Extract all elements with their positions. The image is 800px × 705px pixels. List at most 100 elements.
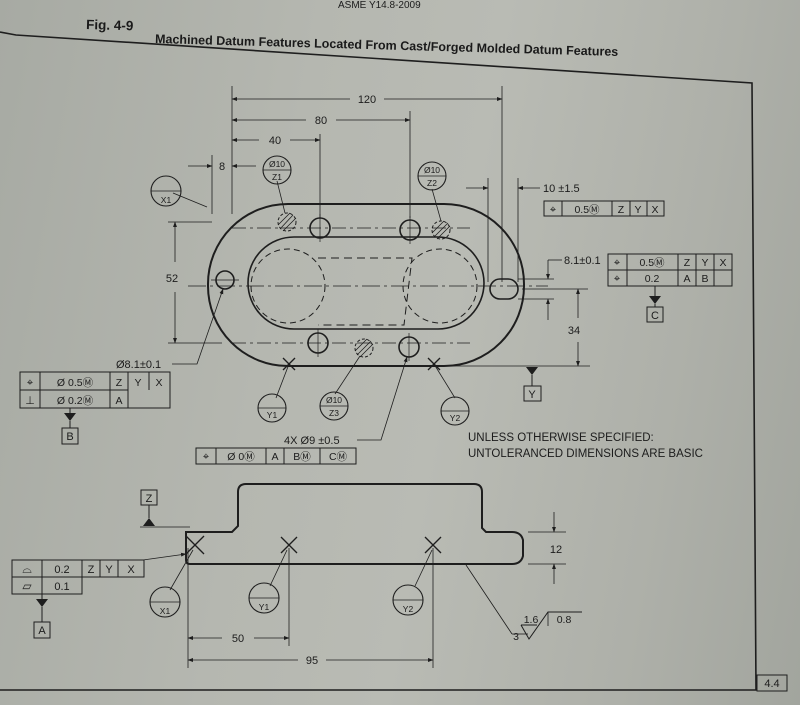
target-point-x1-side xyxy=(185,535,205,555)
figure-title: Machined Datum Features Located From Cas… xyxy=(155,32,619,59)
target-area-z3 xyxy=(354,338,374,358)
svg-text:0.5Ⓜ: 0.5Ⓜ xyxy=(639,257,665,269)
datum-target-y1-top: Y1 xyxy=(257,393,287,423)
svg-text:X1: X1 xyxy=(161,195,172,205)
dim-8: 8 xyxy=(219,161,225,173)
dim-12: 12 xyxy=(550,544,562,556)
surface-texture-symbol: 1.6 0.8 3 xyxy=(465,564,582,643)
svg-text:⌖: ⌖ xyxy=(27,377,33,389)
dim-40: 40 xyxy=(269,135,281,147)
note-line-2: UNTOLERANCED DIMENSIONS ARE BASIC xyxy=(468,448,703,460)
svg-text:Y: Y xyxy=(134,377,141,389)
svg-text:Y1: Y1 xyxy=(259,602,270,612)
hidden-pocket xyxy=(318,257,413,326)
svg-text:X: X xyxy=(127,564,135,576)
datum-label-c: C xyxy=(651,310,659,322)
svg-text:Ø10: Ø10 xyxy=(326,395,342,405)
svg-text:Z3: Z3 xyxy=(329,408,339,418)
svg-text:Ø 0.2Ⓜ: Ø 0.2Ⓜ xyxy=(57,395,94,407)
datum-target-y1-side: Y1 xyxy=(248,582,280,614)
datum-target-x1-side: X1 xyxy=(149,586,181,618)
figure-frame xyxy=(0,31,757,691)
svg-text:Ø 0.5Ⓜ: Ø 0.5Ⓜ xyxy=(57,377,94,389)
hidden-bore-left xyxy=(250,248,326,324)
fcf-datum-c: ⌖ 0.5Ⓜ Z Y X ⌖ 0.2 A B C xyxy=(607,253,733,323)
svg-text:⌖: ⌖ xyxy=(203,451,209,463)
svg-text:0.1: 0.1 xyxy=(54,581,69,593)
svg-text:Y1: Y1 xyxy=(267,410,278,420)
svg-text:Z: Z xyxy=(88,564,95,576)
svg-text:Z1: Z1 xyxy=(272,172,282,182)
svg-text:A: A xyxy=(115,395,122,407)
svg-text:A: A xyxy=(683,273,690,285)
hole-ll xyxy=(307,329,329,357)
svg-text:0.5Ⓜ: 0.5Ⓜ xyxy=(574,204,600,216)
fcf-datum-b: ⌖ Ø 0.5Ⓜ Z Y X ⊥ Ø 0.2Ⓜ A B xyxy=(19,371,171,445)
datum-label-b: B xyxy=(66,431,73,443)
hole-datum-b xyxy=(211,270,239,290)
svg-text:⊥: ⊥ xyxy=(25,395,35,407)
svg-text:⌖: ⌖ xyxy=(614,273,620,285)
svg-text:⌖: ⌖ xyxy=(614,257,620,269)
page-number-box xyxy=(756,674,788,692)
svg-text:X: X xyxy=(155,377,162,389)
dim-10: 10 ±1.5 xyxy=(543,183,580,195)
surface-roughness-max: 0.8 xyxy=(557,614,572,626)
standard-header: ASME Y14.8-2009 xyxy=(338,0,421,11)
datum-z-symbol: Z xyxy=(140,489,190,528)
fcf-slot-position: ⌖ 0.5Ⓜ Z Y X xyxy=(543,200,665,217)
surface-roughness: 1.6 xyxy=(524,614,539,626)
svg-text:X1: X1 xyxy=(160,606,171,616)
top-view: 120 80 40 8 52 34 10 ±1.5 8.1±0.1 xyxy=(19,86,733,465)
figure-number: Fig. 4-9 xyxy=(86,17,134,33)
svg-text:Y: Y xyxy=(528,389,536,401)
target-point-y2-side xyxy=(424,536,442,554)
svg-text:⌖: ⌖ xyxy=(550,204,556,216)
datum-y-symbol: Y xyxy=(523,367,542,402)
svg-text:X: X xyxy=(719,257,726,269)
datum-target-y2-side: Y2 xyxy=(392,584,424,616)
svg-text:Ø 0Ⓜ: Ø 0Ⓜ xyxy=(227,451,255,463)
page-number: 4.4 xyxy=(764,678,779,690)
svg-text:Y2: Y2 xyxy=(450,413,461,423)
dim-8-1-right: 8.1±0.1 xyxy=(564,255,601,267)
target-point-y1-side xyxy=(280,536,298,554)
part-outline xyxy=(207,203,525,367)
note-line-1: UNLESS OTHERWISE SPECIFIED: xyxy=(468,432,654,444)
svg-text:Ø10: Ø10 xyxy=(424,165,440,175)
slot-datum-c xyxy=(489,278,519,300)
hole-ur xyxy=(399,216,421,244)
svg-text:Z2: Z2 xyxy=(427,178,437,188)
hidden-bore-right xyxy=(402,248,478,324)
svg-text:Y: Y xyxy=(701,257,708,269)
hole-lr xyxy=(398,333,420,361)
datum-target-y2-top: Y2 xyxy=(440,396,470,426)
svg-text:Y: Y xyxy=(634,204,641,216)
dim-120: 120 xyxy=(358,94,376,106)
datum-target-z3: Ø10 Z3 xyxy=(319,391,349,421)
target-area-z1 xyxy=(277,212,297,232)
dim-50: 50 xyxy=(232,633,244,645)
svg-text:Z: Z xyxy=(684,257,691,269)
datum-target-z2: Ø10 Z2 xyxy=(417,161,447,191)
center-slot xyxy=(247,236,485,330)
svg-text:BⓂ: BⓂ xyxy=(293,451,311,463)
datum-target-x1-top: X1 xyxy=(150,175,182,207)
datum-label-a: A xyxy=(38,625,46,637)
dim-52: 52 xyxy=(166,273,178,285)
svg-text:Z: Z xyxy=(618,204,625,216)
dim-95: 95 xyxy=(306,655,318,667)
svg-text:0.2: 0.2 xyxy=(645,273,660,285)
svg-text:Y2: Y2 xyxy=(403,604,414,614)
svg-text:Y: Y xyxy=(105,564,113,576)
svg-text:Z: Z xyxy=(116,377,123,389)
hole-callout: 4X Ø9 ±0.5 xyxy=(284,435,340,447)
side-view: Z X1 Y1 Y2 12 xyxy=(11,483,582,668)
svg-text:0.2: 0.2 xyxy=(54,564,69,576)
datum-target-z1: Ø10 Z1 xyxy=(262,155,292,185)
svg-text:Z: Z xyxy=(146,493,153,505)
fcf-datum-a: ⌓ 0.2 Z Y X ▱ 0.1 A xyxy=(11,552,187,639)
surface-lay: 3 xyxy=(513,631,519,643)
svg-text:⌓: ⌓ xyxy=(22,562,32,576)
